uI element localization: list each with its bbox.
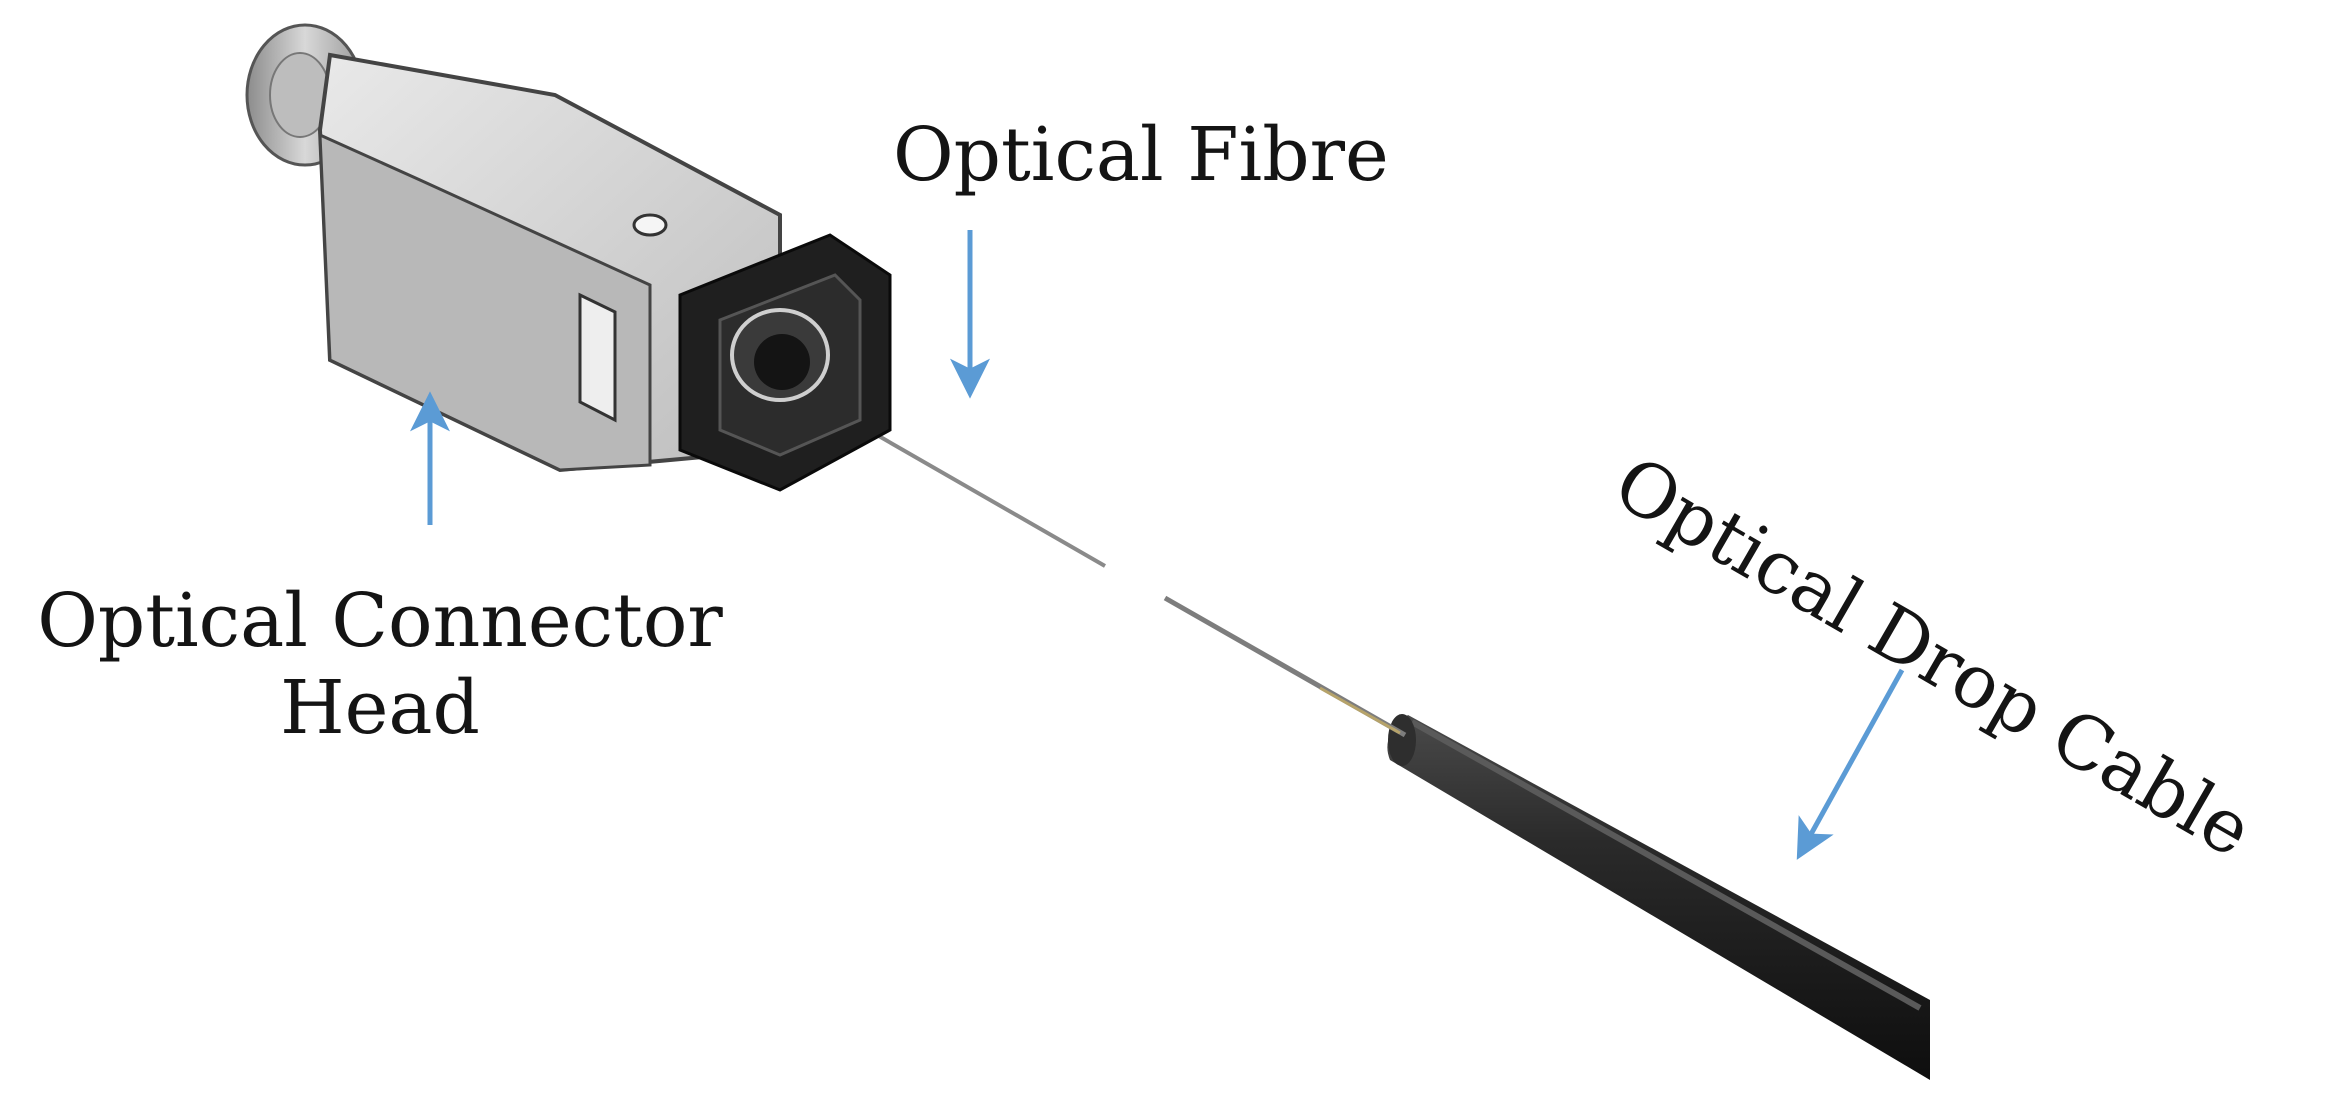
annotation-arrows <box>410 230 1905 860</box>
drop-cable-highlight <box>1410 719 1922 1011</box>
connector-latch <box>578 292 617 423</box>
fibre-buffer-tint <box>1319 686 1401 735</box>
optical-connector-head-label: Optical Connector Head <box>12 578 748 753</box>
arrow-drop-cable <box>1796 668 1905 860</box>
connector-top-hole <box>632 213 668 237</box>
connector-head <box>245 23 892 492</box>
connector-label-line1: Optical Connector <box>37 578 723 664</box>
optical-fibre-label: Optical Fibre <box>893 112 1389 198</box>
connector-label-line2: Head <box>280 665 480 752</box>
drop-cable-end <box>1388 714 1416 766</box>
drop-cable-jacket <box>1387 715 1930 1080</box>
optical-fibre <box>829 406 1407 738</box>
connector-side-panel <box>318 132 652 472</box>
